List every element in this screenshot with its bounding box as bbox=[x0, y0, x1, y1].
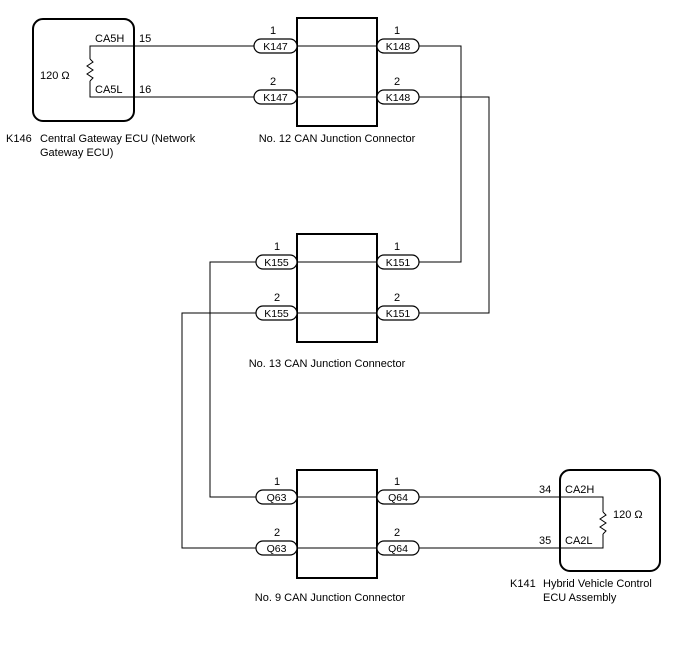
jc9-box bbox=[296, 469, 378, 579]
ecu-k146-name-line2: Gateway ECU) bbox=[40, 147, 113, 159]
connector-q63-pin2-label: Q63 bbox=[267, 543, 287, 555]
ecu-k146-pin-low: CA5L bbox=[95, 84, 123, 96]
ecu-k141-pin-low-number: 35 bbox=[539, 535, 551, 547]
connector-k148-pin1 bbox=[376, 38, 420, 54]
connector-q63-pin1-label: Q63 bbox=[267, 492, 287, 504]
connector-k155-pin2 bbox=[255, 305, 298, 321]
ecu-k141-code: K141 bbox=[510, 578, 536, 590]
resistor-icon bbox=[86, 58, 94, 82]
jc13-left-pin2-number: 2 bbox=[274, 292, 280, 304]
connector-k147-pin2-label: K147 bbox=[263, 92, 288, 104]
ecu-k141-name-line2: ECU Assembly bbox=[543, 592, 617, 604]
connector-k147-pin1-label: K147 bbox=[263, 41, 288, 53]
jc13-label: No. 13 CAN Junction Connector bbox=[249, 358, 406, 370]
jc12-right-pin1-number: 1 bbox=[394, 25, 400, 37]
ecu-k146: 120 Ω CA5H CA5L 15 16 K146 Central Gatew… bbox=[6, 18, 196, 159]
connector-q64-pin2-label: Q64 bbox=[388, 543, 408, 555]
ecu-k141-box bbox=[559, 469, 661, 572]
wire-can-high-jc13-jc9 bbox=[209, 261, 256, 498]
wires bbox=[134, 45, 560, 549]
ecu-k146-pin-low-number: 16 bbox=[139, 84, 151, 96]
ecu-k146-pin-high-number: 15 bbox=[139, 33, 151, 45]
jc9-left-pin2-number: 2 bbox=[274, 527, 280, 539]
jc12-label: No. 12 CAN Junction Connector bbox=[259, 133, 416, 145]
connector-q64-pin1 bbox=[376, 489, 420, 505]
connector-k151-pin2-label: K151 bbox=[386, 308, 411, 320]
ecu-k146-box bbox=[32, 18, 135, 122]
junction-connector-12: 1 K147 2 K147 1 K148 2 K148 No. 12 CAN J… bbox=[253, 17, 420, 145]
connector-k155-pin2-label: K155 bbox=[264, 308, 289, 320]
wire-can-low-jc13-jc9 bbox=[181, 312, 256, 549]
connector-k147-pin1 bbox=[253, 38, 298, 54]
jc13-right-pin2-number: 2 bbox=[394, 292, 400, 304]
jc13-box bbox=[296, 233, 378, 343]
ecu-k146-name-line1: Central Gateway ECU (Network bbox=[40, 133, 196, 145]
ecu-k146-resistor-label: 120 Ω bbox=[40, 70, 70, 82]
ecu-k141-pin-low: CA2L bbox=[565, 535, 593, 547]
jc12-left-pin1-number: 1 bbox=[270, 25, 276, 37]
connector-k148-pin1-label: K148 bbox=[386, 41, 411, 53]
ecu-k141-internal-wire bbox=[560, 496, 604, 512]
ecu-k141-resistor-label: 120 Ω bbox=[613, 509, 643, 521]
wire-can-low-jc12-jc13 bbox=[419, 96, 490, 314]
jc9-label: No. 9 CAN Junction Connector bbox=[255, 592, 406, 604]
connector-k151-pin1 bbox=[376, 254, 420, 270]
ecu-k146-internal-wire bbox=[89, 45, 134, 59]
connector-k148-pin2 bbox=[376, 89, 420, 105]
ecu-k141-internal-wire-low bbox=[560, 534, 604, 549]
connector-q63-pin1 bbox=[255, 489, 298, 505]
ecu-k146-internal-wire-low bbox=[89, 81, 134, 98]
connector-k151-pin2 bbox=[376, 305, 420, 321]
jc12-box bbox=[296, 17, 378, 127]
ecu-k146-pin-high: CA5H bbox=[95, 33, 124, 45]
jc9-right-pin1-number: 1 bbox=[394, 476, 400, 488]
connector-q63-pin2 bbox=[255, 540, 298, 556]
jc12-right-pin2-number: 2 bbox=[394, 76, 400, 88]
connector-q64-pin2 bbox=[376, 540, 420, 556]
connector-k148-pin2-label: K148 bbox=[386, 92, 411, 104]
jc13-left-pin1-number: 1 bbox=[274, 241, 280, 253]
jc13-right-pin1-number: 1 bbox=[394, 241, 400, 253]
ecu-k141-pin-high: CA2H bbox=[565, 484, 594, 496]
junction-connector-9: 1 Q63 2 Q63 1 Q64 2 Q64 No. 9 CAN Juncti… bbox=[255, 469, 420, 604]
wire-can-high-jc12-jc13 bbox=[419, 45, 462, 263]
connector-k155-pin1 bbox=[255, 254, 298, 270]
connector-q64-pin1-label: Q64 bbox=[388, 492, 408, 504]
junction-connector-13: 1 K155 2 K155 1 K151 2 K151 No. 13 CAN J… bbox=[249, 233, 420, 370]
ecu-k146-code: K146 bbox=[6, 133, 32, 145]
connector-k151-pin1-label: K151 bbox=[386, 257, 411, 269]
jc9-right-pin2-number: 2 bbox=[394, 527, 400, 539]
ecu-k141-name-line1: Hybrid Vehicle Control bbox=[543, 578, 652, 590]
connector-k147-pin2 bbox=[253, 89, 298, 105]
resistor-icon bbox=[599, 511, 607, 535]
jc12-left-pin2-number: 2 bbox=[270, 76, 276, 88]
ecu-k141-pin-high-number: 34 bbox=[539, 484, 551, 496]
jc9-left-pin1-number: 1 bbox=[274, 476, 280, 488]
connector-k155-pin1-label: K155 bbox=[264, 257, 289, 269]
ecu-k141: CA2H CA2L 120 Ω 34 35 K141 Hybrid Vehicl… bbox=[510, 469, 661, 604]
